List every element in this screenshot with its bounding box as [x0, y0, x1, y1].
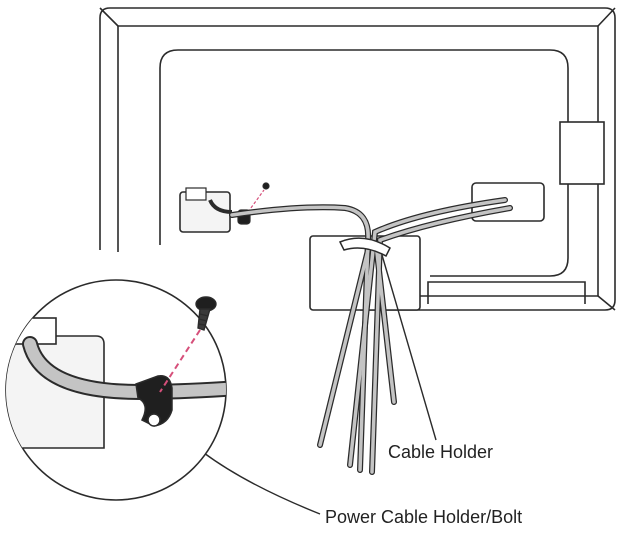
rear-cover: [159, 49, 569, 277]
cables: [229, 197, 513, 475]
bottom-cover: [427, 281, 586, 304]
zoom-detail: [5, 279, 227, 501]
terminal-box: [471, 182, 545, 222]
leader-cable-holder: [381, 254, 437, 441]
zoom-clip: [135, 375, 173, 427]
bolt-guide: [159, 329, 201, 393]
cable-holder-clip: [338, 237, 391, 258]
zoom-panel-edge: [6, 335, 105, 449]
side-bracket: [559, 121, 605, 185]
cable-holder-label: Cable Holder: [388, 442, 494, 462]
power-cable-holder-label: Power Cable Holder/Bolt: [325, 507, 523, 527]
tv-back-panel: [99, 7, 616, 311]
bolt: [195, 296, 217, 331]
